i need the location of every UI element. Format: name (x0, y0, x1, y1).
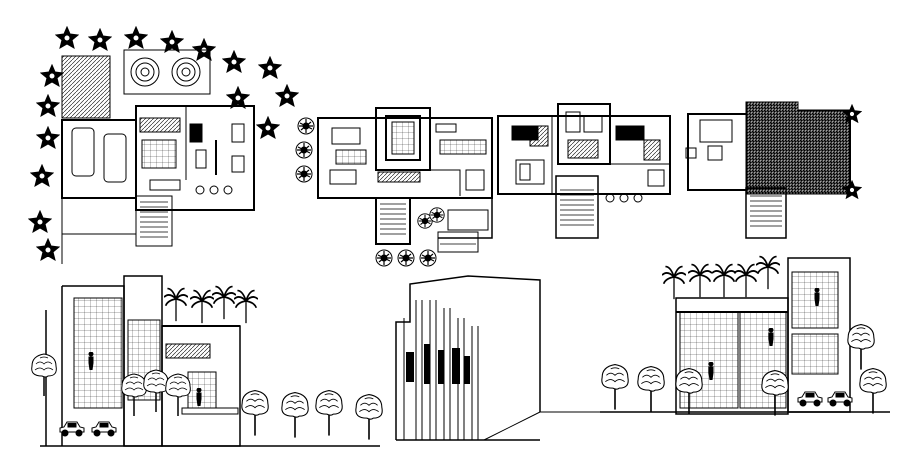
rear-elevation (600, 255, 890, 416)
terrace-floor-plan (685, 101, 862, 239)
first-floor-plan (295, 107, 493, 267)
front-elevation (30, 275, 384, 447)
side-elevation (395, 275, 606, 441)
ground-floor-plan (28, 26, 299, 264)
second-floor-plan (497, 103, 671, 239)
